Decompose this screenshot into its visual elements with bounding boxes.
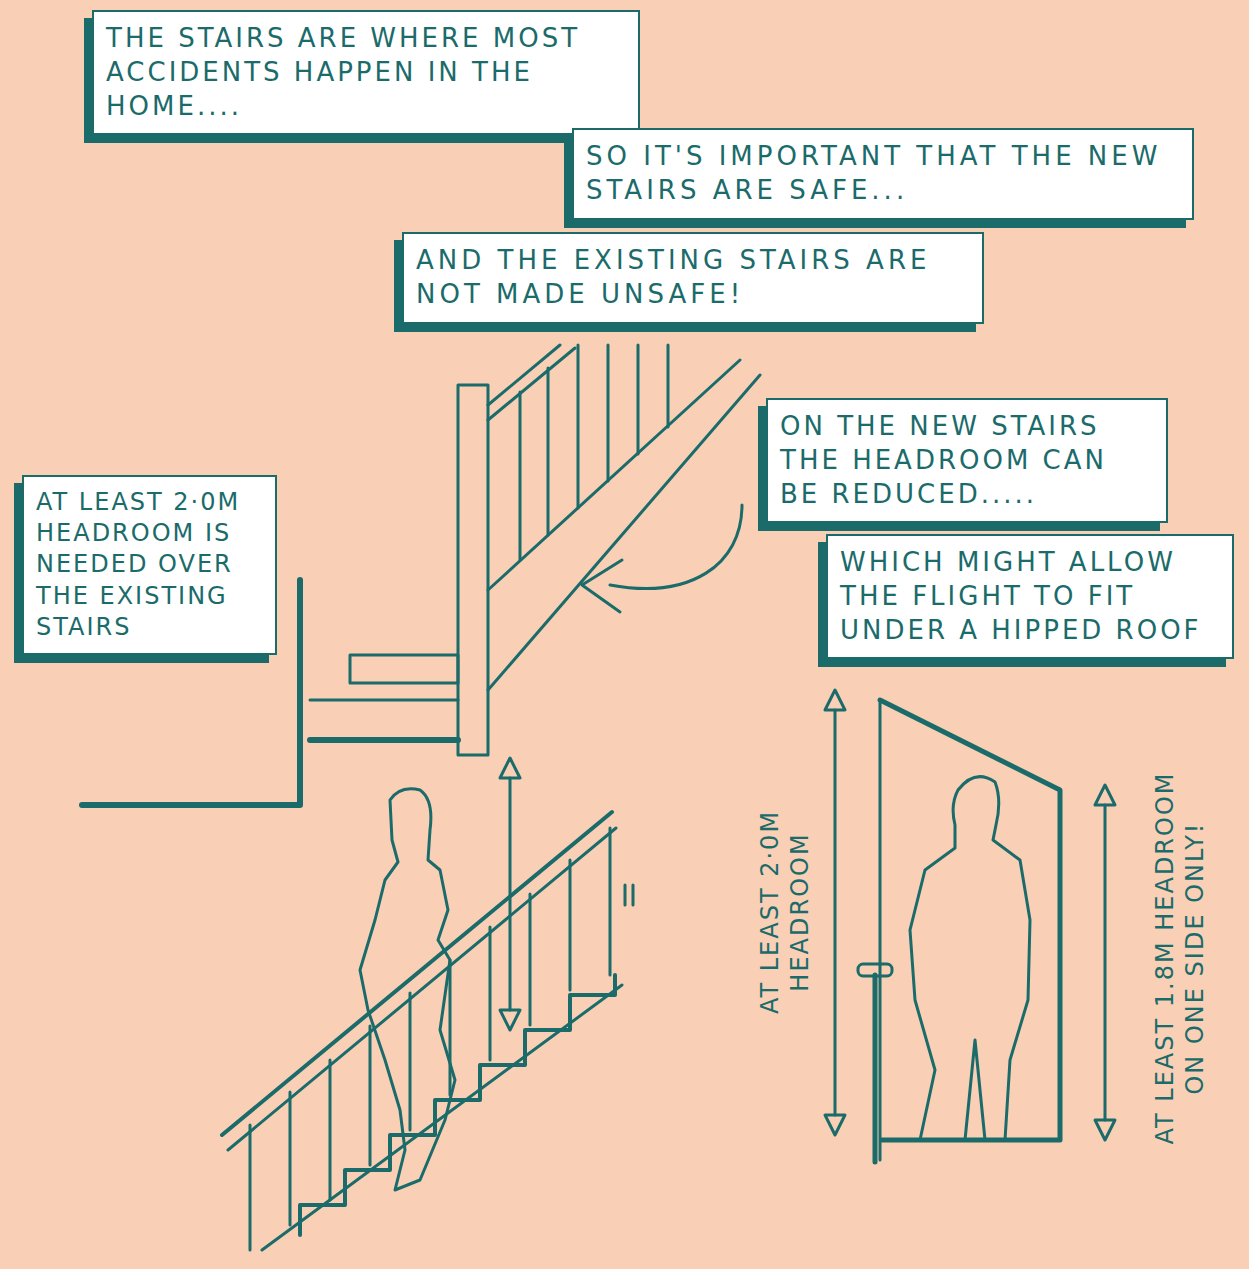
baluster	[577, 345, 580, 508]
dimension-line	[509, 778, 512, 1010]
dimension-label: AT LEAST 2·0M HEADROOM	[755, 747, 815, 1077]
callout-text: AND THE EXISTING STAIRS ARE NOT MADE UNS…	[416, 244, 970, 312]
landing	[310, 737, 458, 743]
arrowhead	[825, 690, 845, 710]
dimension-line	[834, 710, 837, 1115]
person-figure	[360, 789, 455, 1190]
newel-post	[458, 385, 488, 755]
baluster	[529, 894, 532, 1025]
baluster	[547, 368, 550, 535]
handrail	[228, 828, 616, 1150]
callout-text: ON THE NEW STAIRS THE HEADROOM CAN BE RE…	[780, 410, 1154, 511]
handrail	[222, 812, 612, 1135]
baluster	[637, 345, 640, 454]
baluster	[409, 993, 412, 1130]
arrowhead	[1095, 785, 1115, 805]
landing-rail	[350, 655, 458, 683]
landing	[310, 699, 458, 702]
baluster	[329, 1060, 332, 1200]
arrowhead	[500, 758, 520, 778]
callout-text: THE STAIRS ARE WHERE MOST ACCIDENTS HAPP…	[106, 22, 626, 123]
baluster	[667, 345, 670, 427]
callout-box: WHICH MIGHT ALLOW THE FLIGHT TO FIT UNDE…	[826, 534, 1234, 659]
callout-box: AND THE EXISTING STAIRS ARE NOT MADE UNS…	[402, 232, 984, 324]
mark	[624, 885, 627, 905]
mark	[632, 885, 635, 905]
baluster	[249, 1125, 252, 1250]
baluster	[369, 1026, 372, 1165]
callout-text: AT LEAST 2·0M HEADROOM IS NEEDED OVER TH…	[36, 487, 263, 643]
arrowhead	[825, 1115, 845, 1135]
walking-cane	[873, 975, 878, 1162]
arrowhead	[500, 1010, 520, 1030]
handrail	[488, 348, 575, 420]
baluster	[609, 828, 612, 975]
baluster	[607, 345, 610, 481]
arrowhead	[582, 560, 622, 612]
callout-text: SO IT'S IMPORTANT THAT THE NEW STAIRS AR…	[586, 140, 1180, 208]
person-figure	[910, 777, 1030, 1140]
dimension-line	[1104, 805, 1107, 1120]
pointer-arrow	[610, 505, 742, 588]
wall	[879, 700, 882, 1160]
arrowhead	[1095, 1120, 1115, 1140]
callout-box: ON THE NEW STAIRS THE HEADROOM CAN BE RE…	[766, 398, 1168, 523]
stringer	[488, 375, 760, 690]
baluster	[569, 860, 572, 990]
dimension-label: AT LEAST 1.8M HEADROOM ON ONE SIDE ONLY!	[1150, 768, 1210, 1148]
steps	[300, 975, 615, 1235]
baluster	[449, 960, 452, 1095]
callout-box: THE STAIRS ARE WHERE MOST ACCIDENTS HAPP…	[92, 10, 640, 135]
callout-box: AT LEAST 2·0M HEADROOM IS NEEDED OVER TH…	[22, 475, 277, 655]
callout-text: WHICH MIGHT ALLOW THE FLIGHT TO FIT UNDE…	[840, 546, 1220, 647]
baluster	[519, 392, 522, 560]
stringer	[488, 360, 740, 590]
cane-handle	[858, 964, 892, 976]
roof-enclosure	[880, 700, 1060, 1140]
callout-box: SO IT'S IMPORTANT THAT THE NEW STAIRS AR…	[572, 128, 1194, 220]
baluster	[489, 927, 492, 1060]
baluster	[289, 1092, 292, 1225]
